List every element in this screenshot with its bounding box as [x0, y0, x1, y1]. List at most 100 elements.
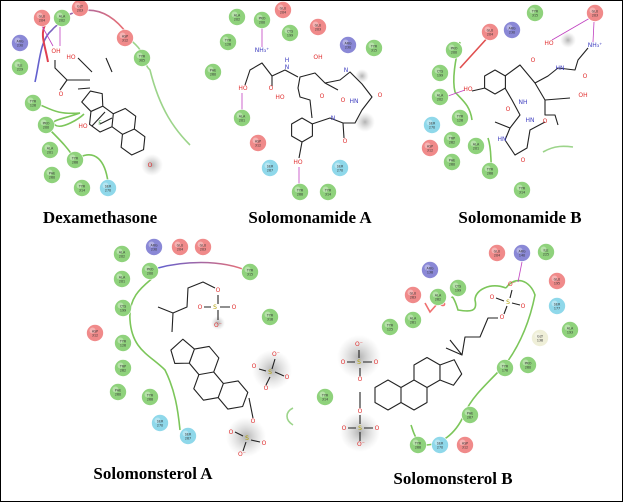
residue-name: PHE: [449, 159, 456, 163]
atom-label: O: [341, 97, 346, 104]
residue-circle: [86, 324, 104, 342]
residue-highlight: [117, 337, 124, 344]
residue-circle: [456, 436, 474, 454]
residue-circle: [141, 262, 159, 280]
residue-highlight: [448, 44, 455, 51]
residue-highlight: [69, 154, 76, 161]
residue-highlight: [27, 97, 34, 104]
residue-highlight: [174, 241, 181, 248]
residue-highlight: [454, 112, 461, 119]
atom-label: O: [229, 429, 234, 436]
residue-circle: [11, 34, 29, 52]
residue-highlight: [516, 184, 523, 191]
residue-highlight: [424, 142, 431, 149]
residue-number: 312: [122, 39, 128, 43]
atom-label: O: [264, 385, 269, 392]
residue-highlight: [551, 300, 558, 307]
residue-name: PRO: [43, 122, 50, 126]
residue-number: 262: [120, 369, 126, 373]
residue-number: 312: [462, 446, 468, 450]
atom-label: O: [358, 376, 363, 383]
residue-name: SER: [337, 165, 344, 169]
residue-circle: [24, 94, 42, 112]
residue-circle: [204, 63, 222, 81]
title-solomonsterol-a: Solomonsterol A: [93, 464, 213, 483]
residue-highlight: [76, 182, 83, 189]
residue-highlight: [144, 391, 151, 398]
steroid-core: [170, 338, 249, 410]
residue-highlight: [264, 311, 271, 318]
residue-name: ARG: [150, 244, 158, 248]
residue-name: SER: [185, 433, 192, 437]
atom-label: H: [285, 57, 290, 64]
residue-number: 177: [554, 307, 560, 311]
residue-number: 202: [59, 19, 65, 23]
steroid-core: [81, 90, 146, 156]
residue-highlight: [74, 2, 81, 9]
residue-name: GLY: [537, 335, 544, 339]
residue-circle: [513, 244, 531, 262]
residue-circle: [548, 272, 566, 290]
residue-highlight: [294, 186, 301, 193]
residue-circle: [531, 329, 549, 347]
residue-name: TYR: [531, 10, 539, 14]
residue-name: GLU: [280, 7, 287, 11]
residue-name: TYR: [386, 324, 394, 328]
residue-number: 203: [592, 14, 598, 18]
residue-name: ILE: [18, 64, 23, 68]
residue-highlight: [334, 162, 341, 169]
title-solomonsterol-b: Solomonsterol B: [393, 469, 512, 488]
residue-number: 204: [39, 19, 45, 23]
residue-number: 314: [79, 189, 85, 193]
atom-label: O: [378, 92, 383, 99]
residue-number: 260: [49, 176, 55, 180]
residue-name: ALA: [234, 14, 241, 18]
residue-name: ALA: [473, 143, 480, 147]
residue-number: 270: [429, 126, 435, 130]
residue-circle: [71, 1, 89, 17]
residue-name: PRO: [525, 362, 532, 366]
residue-name: SER: [157, 420, 164, 424]
residue-name: ALA: [47, 147, 54, 151]
residue-highlight: [434, 91, 441, 98]
atom-label: HN: [526, 117, 535, 124]
residue-number: 263: [410, 296, 416, 300]
residue-number: 315: [532, 14, 538, 18]
residue-circle: [291, 183, 309, 201]
residue-number: 268: [147, 398, 153, 402]
atom-label: NH₃⁺: [255, 47, 270, 54]
residue-name: GLU: [494, 250, 501, 254]
residue-circle: [194, 238, 212, 256]
atom-label: O: [269, 85, 274, 92]
residue-number: 230: [345, 46, 351, 50]
residue-name: SER: [267, 165, 274, 169]
residue-number: 199: [287, 34, 293, 38]
residue-highlight: [14, 61, 21, 68]
residue-name: TYR: [321, 394, 329, 398]
atom-label: HO: [275, 94, 285, 101]
residue-name: TYR: [414, 442, 422, 446]
residue-circle: [151, 414, 169, 432]
residue-number: 201: [119, 280, 125, 284]
residue-number: 202: [234, 18, 240, 22]
residue-highlight: [589, 7, 596, 14]
residue-name: ALA: [410, 317, 417, 321]
residue-circle: [421, 139, 439, 157]
pocket-outlines: [34, 9, 574, 446]
residue-circle: [41, 141, 59, 159]
residue-highlight: [407, 314, 414, 321]
residue-circle: [114, 299, 132, 317]
atom-label: O: [251, 418, 256, 425]
